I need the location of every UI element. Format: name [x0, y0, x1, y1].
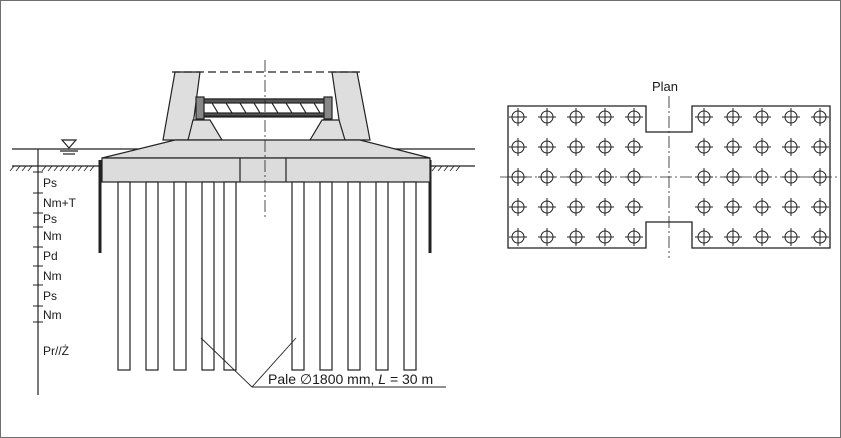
pile [375, 181, 389, 371]
pylon-foot-left [187, 119, 224, 141]
plan-pile-symbol [695, 138, 713, 156]
plan-pile-symbol [538, 228, 556, 246]
plan-pile-symbol [509, 168, 527, 186]
pile [201, 181, 215, 371]
plan-pile-symbol [538, 168, 556, 186]
pile [291, 181, 305, 371]
plan-pile-symbol [782, 228, 800, 246]
plan-pile-symbol [567, 198, 585, 216]
pylon-foot-right [308, 119, 346, 141]
plan-pile-symbol [782, 168, 800, 186]
pile [403, 181, 417, 371]
plan-pile-symbol [724, 228, 742, 246]
soil-layer-labels: Ps Nm+T Ps Nm Pd Nm Ps Nm Pr//Ż [43, 176, 77, 358]
soil-layer-label: Ps [43, 289, 57, 303]
pile [117, 181, 131, 371]
plan-pile-symbol [782, 138, 800, 156]
plan-pile-symbol [625, 138, 643, 156]
plan-pile-symbol [695, 228, 713, 246]
soil-layer-label: Nm [43, 229, 62, 243]
plan-pile-symbol [724, 108, 742, 126]
bridge-deck-girder [195, 96, 333, 120]
plan-pile-symbol [695, 198, 713, 216]
soil-layer-label: Nm+T [43, 196, 77, 210]
pile [347, 181, 361, 371]
plan-pile-symbol [724, 138, 742, 156]
plan-pile-symbol [538, 108, 556, 126]
pile [223, 181, 237, 371]
plan-pile-symbol [567, 138, 585, 156]
soil-layer-label: Pd [43, 249, 58, 263]
plan-pile-symbol [509, 108, 527, 126]
soil-layer-label: Ps [43, 212, 57, 226]
plan-pile-symbol [509, 228, 527, 246]
plan-pile-symbol [625, 228, 643, 246]
piles-right-group [291, 181, 417, 371]
pile [319, 181, 333, 371]
plan-pile-symbol [509, 138, 527, 156]
plan-pile-symbol [753, 228, 771, 246]
plan-pile-symbol [538, 198, 556, 216]
ground-hatch-right [431, 165, 461, 172]
pile-cap-top [101, 139, 431, 159]
plan-pile-symbol [724, 198, 742, 216]
plan-pile-symbol [811, 198, 829, 216]
soil-layer-label: Pr//Ż [43, 344, 69, 358]
plan-pile-symbol [596, 168, 614, 186]
plan-pile-symbol [567, 108, 585, 126]
pile [145, 181, 159, 371]
plan-pile-symbol [625, 198, 643, 216]
plan-outline [507, 105, 831, 249]
ground-hatch-left [9, 165, 95, 172]
pile-caption-leaders [200, 337, 446, 388]
plan-pile-symbol [596, 228, 614, 246]
plan-pile-symbol [724, 168, 742, 186]
plan-pile-symbol [811, 228, 829, 246]
plan-pile-symbol [596, 108, 614, 126]
plan-pile-symbol [753, 138, 771, 156]
plan-pile-symbol [567, 228, 585, 246]
plan-pile-symbol [596, 198, 614, 216]
plan-pile-symbol [753, 198, 771, 216]
plan-pile-symbol [567, 168, 585, 186]
plan-pile-symbol [695, 108, 713, 126]
soil-layer-ticks [33, 171, 43, 323]
plan-pile-symbol [596, 138, 614, 156]
pylon-leg-right [331, 71, 371, 141]
soil-layer-label: Nm [43, 269, 62, 283]
plan-pile-symbol [509, 198, 527, 216]
plan-pile-symbol [753, 108, 771, 126]
plan-pile-symbol [811, 108, 829, 126]
plan-pile-symbol [625, 168, 643, 186]
elevation-view [9, 60, 475, 395]
plan-pile-symbol [538, 138, 556, 156]
piles-left-group [117, 181, 237, 371]
pile-cap-slab [101, 157, 431, 183]
soil-layer-label: Ps [43, 176, 57, 190]
pile [173, 181, 187, 371]
plan-pile-symbol [625, 108, 643, 126]
plan-pile-symbol [695, 168, 713, 186]
plan-pile-symbol [782, 108, 800, 126]
pile-caption: Pale ∅1800 mm, L = 30 m [268, 371, 433, 387]
water-level-triangle-icon [60, 139, 78, 155]
plan-pile-symbol [811, 168, 829, 186]
plan-title: Plan [652, 79, 678, 94]
plan-view [500, 96, 838, 258]
plan-pile-symbol [811, 138, 829, 156]
plan-pile-symbol [782, 198, 800, 216]
plan-pile-symbol [753, 168, 771, 186]
soil-layer-label: Nm [43, 308, 62, 322]
plan-pile-grid [509, 108, 829, 246]
